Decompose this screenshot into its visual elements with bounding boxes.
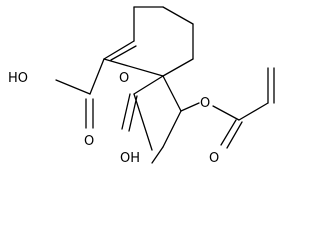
ring-bond-c1-c2 [103,40,135,60]
ether-oxygen-label: O [200,96,210,111]
acid2-bond-carbon-to-hydroxyl [133,93,153,151]
ring-bond-c1-c2-lower [103,58,164,77]
ring-acid-hydroxyl-label: HO [8,71,28,86]
cyclohexene-ring [103,6,194,77]
vinyl-bond-carbonyl-to-ch [238,102,269,121]
ring-carboxylic-acid-group: HO O [8,58,105,149]
acid-bond-carbon-to-hydroxyl [55,79,91,95]
acrylate-ester-group: O O [200,67,275,166]
quaternary-acid-carbonyl-label: O [119,71,129,86]
quaternary-acid-hydroxyl-label: OH [120,151,140,166]
ring-bond-c6-c1 [162,58,194,77]
chain-bond-ch-to-ether-o [180,102,200,112]
propyl-chain [151,75,200,164]
chain-bond-ch2-to-ch3 [151,146,164,164]
acid2-double-bond-carbonyl-b [128,95,138,132]
ester-bond-o-to-carbonyl-carbon [212,105,240,121]
acid-bond-ring-to-carbon [89,58,105,95]
chemical-structure-diagram: HO O O OH O O [8,6,275,166]
ester-carbonyl-label: O [209,151,219,166]
ring-double-bond-inner [110,45,137,61]
chain-bond-ring-to-ch [162,75,182,112]
ring-acid-carbonyl-label: O [84,134,94,149]
ring-bond-c4-c5 [162,6,194,25]
quaternary-carboxylic-acid-group: O OH [119,71,164,166]
ester-double-bond-carbonyl-a [220,119,237,146]
acid2-double-bond-carbonyl-a [121,93,131,130]
acid2-bond-ring-to-carbon [133,75,164,95]
chain-bond-ch-to-ch2 [162,110,182,148]
ester-double-bond-carbonyl-b [226,121,243,149]
